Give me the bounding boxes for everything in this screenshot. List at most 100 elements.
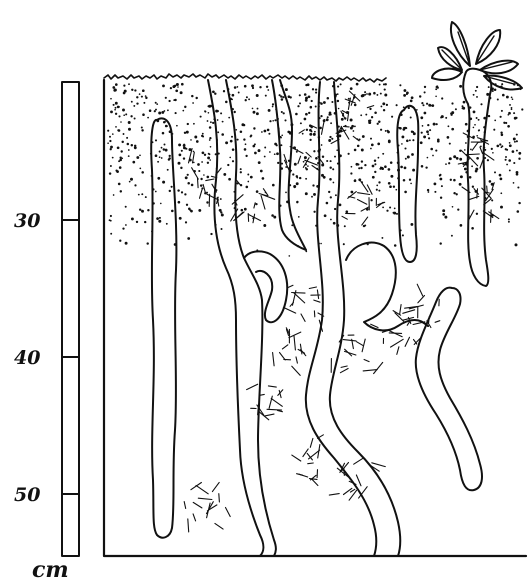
stipple-dot [109,136,111,138]
stipple-dot [258,161,261,164]
root-strand [418,296,425,303]
stipple-dot [244,148,247,151]
stipple-dot [181,191,183,193]
stipple-dot [396,104,398,106]
stipple-dot [382,153,384,155]
stipple-dot [159,151,161,153]
stipple-dot [312,184,314,186]
stipple-dot [206,201,208,203]
stipple-dot [181,150,183,152]
stipple-dot [430,148,433,151]
stipple-dot [147,242,149,244]
stipple-dot [207,156,210,159]
stipple-dot [474,124,476,126]
stipple-dot [142,89,145,92]
stipple-dot [232,94,235,97]
stipple-dot [365,114,367,116]
stipple-dot [112,86,115,89]
stipple-dot [280,136,282,138]
stipple-dot [115,83,118,86]
stipple-dot [471,227,474,230]
root-strand [472,142,478,150]
stipple-dot [221,133,224,136]
stipple-dot [126,137,128,139]
stipple-dot [372,176,375,179]
stipple-dot [304,93,307,96]
stipple-dot [409,179,411,181]
stipple-dot [509,169,511,171]
stipple-dot [195,97,197,99]
stipple-dot [364,91,366,93]
stipple-dot [123,133,125,135]
stipple-dot [331,101,333,103]
stipple-dot [313,193,316,196]
stipple-dot [435,88,437,90]
root-strand [391,339,404,347]
stipple-dot [330,122,332,124]
root-strand [268,386,276,387]
stipple-dot [499,143,501,145]
stipple-dot [380,105,382,107]
stipple-dot [423,135,426,138]
stipple-dot [312,88,314,90]
stipple-dot [382,207,384,209]
stipple-dot [513,162,515,164]
stipple-dot [404,147,406,149]
stipple-dot [217,119,219,121]
stipple-dot [388,140,391,143]
root-strand [292,455,301,461]
stipple-dot [110,220,112,222]
stipple-dot [191,184,194,187]
stipple-dot [109,172,111,174]
stipple-dot [320,243,322,245]
stipple-dot [511,108,513,110]
stipple-dot [165,149,168,152]
stipple-dot [246,186,249,189]
stipple-dot [122,227,124,229]
root-strand [329,494,339,496]
stipple-dot [348,153,350,155]
stipple-dot [511,97,513,99]
stipple-dot [264,130,267,133]
stipple-dot [370,138,372,140]
root-strand [491,210,492,223]
stipple-dot [411,96,414,99]
stipple-dot [253,111,256,114]
root-strand [232,195,243,205]
stipple-dot [209,159,211,161]
stipple-dot [142,113,145,116]
stipple-dot [110,148,112,150]
root-strand [350,489,354,492]
stipple-dot [322,155,324,157]
stipple-dot [118,129,121,132]
stipple-dot [378,190,380,192]
stipple-dot [469,176,472,179]
stipple-dot [431,104,434,107]
stipple-dot [313,133,316,136]
stipple-dot [311,196,313,198]
stipple-dot [377,123,379,125]
stipple-dot [361,94,364,97]
scale-label-50: 50 [14,484,40,506]
stipple-dot [421,132,423,134]
stipple-dot [348,98,350,100]
stipple-dot [119,240,121,242]
scale-label-40: 40 [14,347,40,369]
burrow-right-angled [416,288,482,491]
stipple-dot [110,233,112,235]
stipple-dot [499,174,502,177]
stipple-dot [217,131,219,133]
stipple-dot [331,138,333,140]
stipple-dot [262,177,265,180]
root-strand [357,342,364,346]
stipple-dot [178,143,181,146]
stipple-dot [182,110,184,112]
root-strand [279,128,280,139]
stipple-dot [141,126,143,128]
stipple-dot [358,167,360,169]
stipple-dot [374,163,376,165]
stipple-dot [384,89,386,91]
stipple-dot [382,102,385,105]
stipple-dot [373,92,376,95]
stipple-dot [254,143,256,145]
